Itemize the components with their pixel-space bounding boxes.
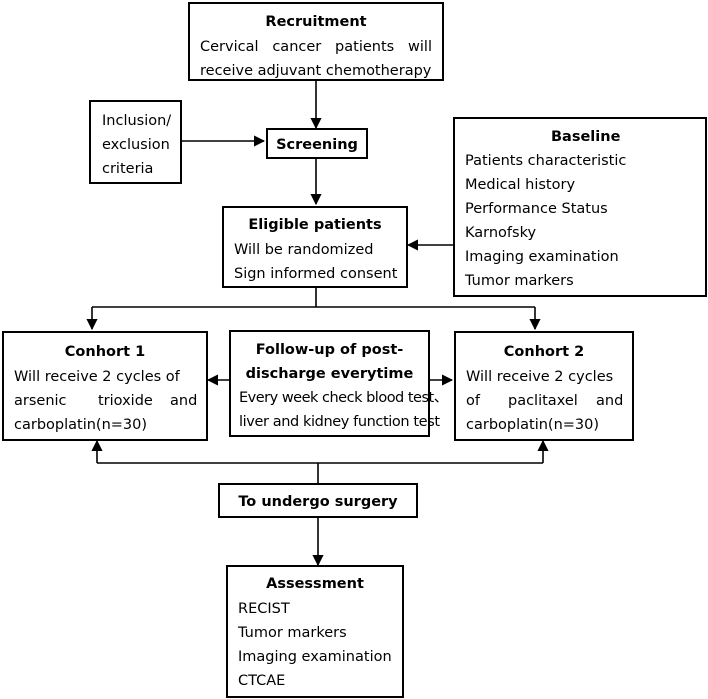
cohort2-line2c: and <box>596 393 624 409</box>
cohort2-box: Conhort 2 Will receive 2 cycles of pacli… <box>454 331 634 441</box>
eligible-line2: Sign informed consent <box>234 266 398 282</box>
inclusion-criteria-box: Inclusion/ exclusion criteria <box>89 100 182 184</box>
baseline-item: Karnofsky <box>465 225 537 241</box>
cohort2-line2a: of <box>466 393 480 409</box>
baseline-item: Imaging examination <box>465 249 619 265</box>
baseline-box: Baseline Patients characteristic Medical… <box>453 117 707 297</box>
assessment-item: Tumor markers <box>238 625 347 641</box>
cohort2-title: Conhort 2 <box>503 344 585 360</box>
cohort1-box: Conhort 1 Will receive 2 cycles of arsen… <box>2 331 208 441</box>
cohort2-line2b: paclitaxel <box>508 393 578 409</box>
assessment-title: Assessment <box>266 576 364 592</box>
followup-title1: Follow-up of post- <box>255 342 404 358</box>
followup-box: Follow-up of post- discharge everytime E… <box>229 330 448 437</box>
screening-title: Screening <box>276 137 358 153</box>
surgery-title: To undergo surgery <box>238 494 398 510</box>
baseline-item: Medical history <box>465 177 576 193</box>
recruitment-title: Recruitment <box>265 14 367 30</box>
inclusion-line3: criteria <box>102 161 154 177</box>
assessment-box: Assessment RECIST Tumor markers Imaging … <box>226 565 404 698</box>
eligible-title: Eligible patients <box>248 217 382 233</box>
screening-box: Screening <box>266 128 368 159</box>
baseline-item: Patients characteristic <box>465 153 627 169</box>
baseline-item: Tumor markers <box>465 273 574 289</box>
followup-title2: discharge everytime <box>245 366 414 382</box>
recruitment-line2: receive adjuvant chemotherapy <box>200 63 432 79</box>
cohort1-title: Conhort 1 <box>64 344 146 360</box>
cohort1-line2a: arsenic <box>14 393 67 409</box>
cohort1-line2b: trioxide <box>98 393 153 409</box>
assessment-item: Imaging examination <box>238 649 392 665</box>
eligible-patients-box: Eligible patients Will be randomized Sig… <box>222 206 408 288</box>
cohort1-line1: Will receive 2 cycles of <box>14 369 180 385</box>
cohort2-line3: carboplatin(n=30) <box>466 417 600 433</box>
followup-line1: Every week check blood test、 <box>239 390 448 406</box>
eligible-line1: Will be randomized <box>234 242 374 258</box>
baseline-title: Baseline <box>551 129 621 145</box>
surgery-box: To undergo surgery <box>218 483 418 518</box>
followup-line2: liver and kidney function test <box>239 414 440 430</box>
recruitment-line1: Cervical cancer patients will <box>200 39 432 55</box>
inclusion-line2: exclusion <box>102 137 170 153</box>
baseline-item: Performance Status <box>465 201 608 217</box>
cohort2-line1: Will receive 2 cycles <box>466 369 614 385</box>
inclusion-line1: Inclusion/ <box>102 113 172 129</box>
cohort1-line2c: and <box>170 393 198 409</box>
assessment-item: CTCAE <box>238 673 286 689</box>
assessment-item: RECIST <box>238 601 290 617</box>
recruitment-box: Recruitment Cervical cancer patients wil… <box>188 2 444 81</box>
cohort1-line3: carboplatin(n=30) <box>14 417 148 433</box>
